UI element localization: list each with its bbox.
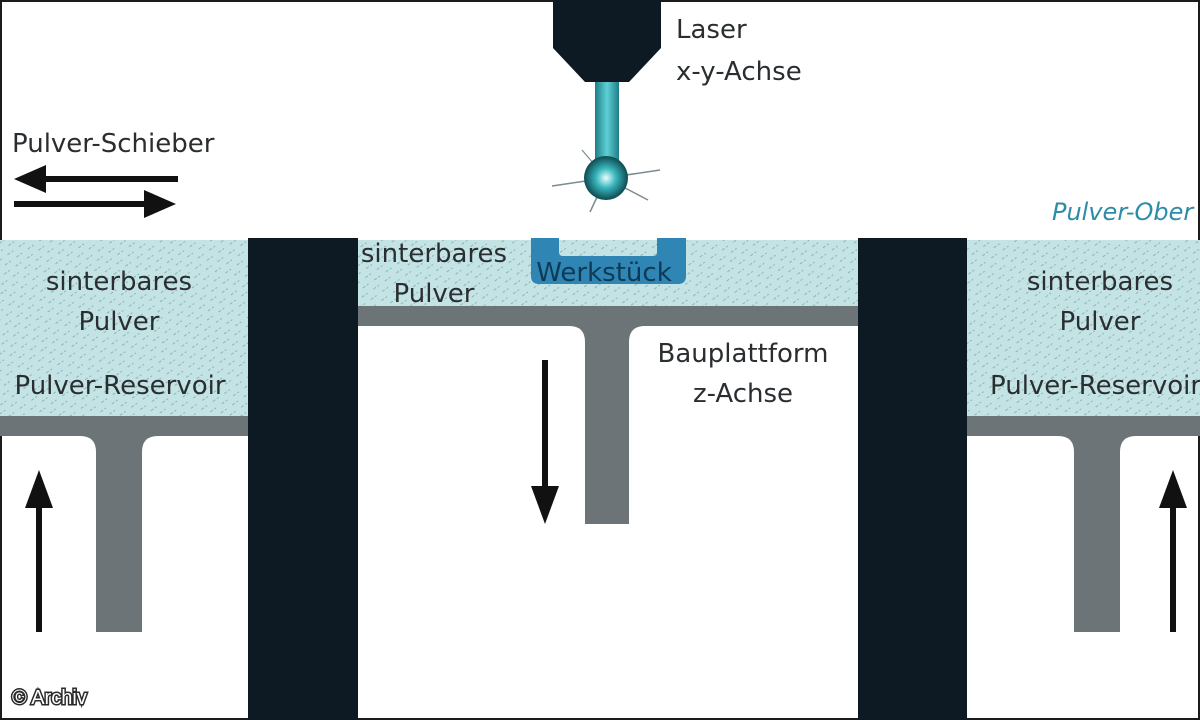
right-powder-label-line2: Pulver: [1060, 307, 1141, 337]
left-powder-label-line1: sinterbares: [46, 267, 192, 297]
powder-surface-label: Pulver-Ober: [1052, 198, 1195, 226]
left-wall: [248, 238, 358, 720]
laser-label: Laser: [676, 15, 747, 45]
laser-spot: [584, 156, 628, 200]
platform-axis-label: z-Achse: [693, 379, 793, 409]
credit-label: © Archiv: [12, 687, 87, 709]
left-powder-bed: [0, 240, 248, 416]
workpiece-label: Werkstück: [536, 258, 672, 288]
right-reservoir-label: Pulver-Reservoir: [990, 371, 1200, 401]
center-powder-label-line1: sinterbares: [361, 239, 507, 269]
platform-down-arrow-icon: [531, 360, 559, 524]
left-powder-label-line2: Pulver: [79, 307, 160, 337]
left-reservoir-label: Pulver-Reservoir: [14, 371, 225, 401]
right-reservoir-up-arrow-icon: [1159, 470, 1187, 632]
pusher-arrows-icon: [14, 165, 178, 218]
left-reservoir-up-arrow-icon: [25, 470, 53, 632]
right-reservoir-piston: [967, 416, 1200, 632]
right-wall: [858, 238, 967, 720]
right-powder-bed: [967, 240, 1200, 416]
pusher-label: Pulver-Schieber: [12, 129, 215, 159]
platform-label: Bauplattform: [658, 339, 829, 369]
workpiece: [531, 238, 686, 284]
laser-axis-label: x-y-Achse: [676, 57, 802, 87]
left-reservoir-piston: [0, 416, 248, 632]
right-powder-label-line1: sinterbares: [1027, 267, 1173, 297]
laser-beam: [595, 82, 619, 160]
center-powder-label-line2: Pulver: [394, 279, 475, 309]
laser-head: [553, 0, 661, 82]
build-platform-piston: [358, 306, 858, 524]
